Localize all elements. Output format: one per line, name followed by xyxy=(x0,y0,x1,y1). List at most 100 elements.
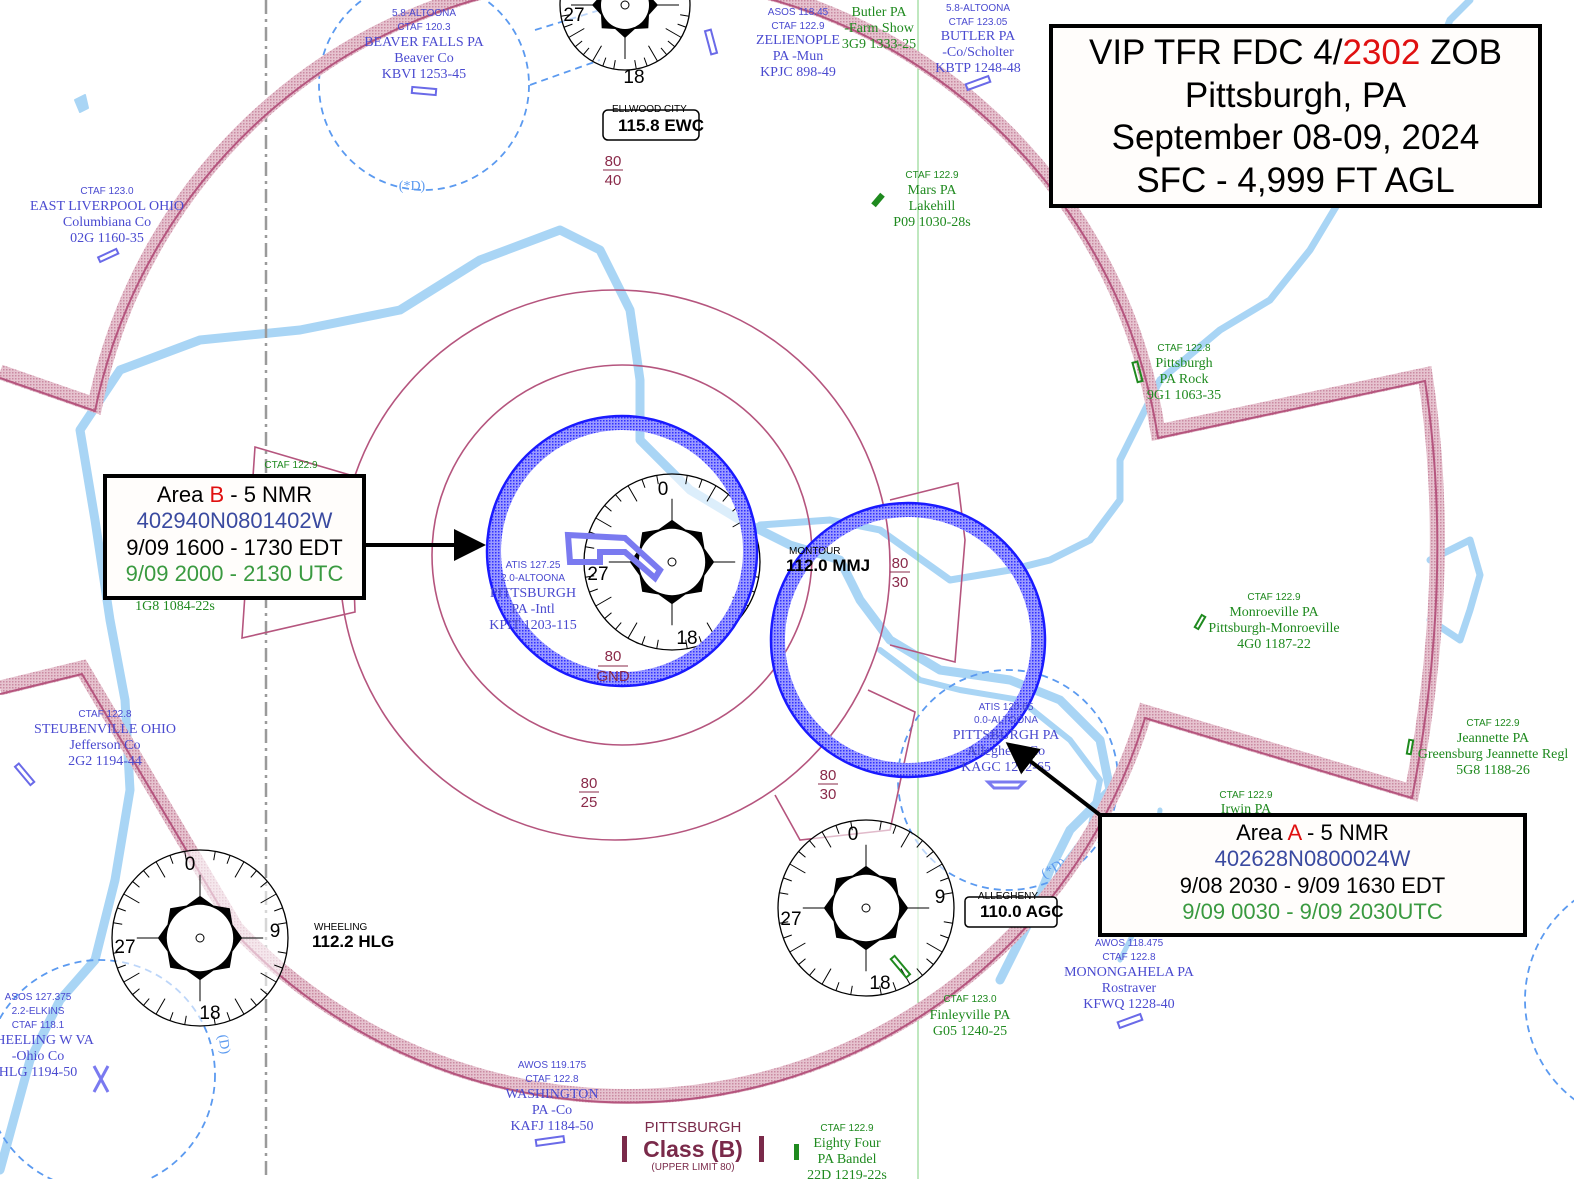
compass-tick xyxy=(641,479,646,488)
class-d-beaver-falls xyxy=(318,0,530,191)
compass-tick xyxy=(648,45,658,62)
area-a-callout: Area A - 5 NMR 402628N0800024W 9/08 2030… xyxy=(1098,813,1527,937)
compass-tick xyxy=(677,23,687,28)
compass-tick xyxy=(226,1012,231,1021)
compass-tick xyxy=(892,825,897,834)
vor-dot xyxy=(861,903,871,913)
compass-tick xyxy=(615,494,622,502)
compass-label-0: 0 xyxy=(848,824,859,845)
compass-label-18: 18 xyxy=(676,628,697,649)
compass-label-9: 9 xyxy=(270,921,281,942)
vor-center xyxy=(832,874,900,942)
tfr-dates: September 08-09, 2024 xyxy=(1111,118,1480,158)
compass-rose-wheeling xyxy=(111,849,289,1027)
compass-tick xyxy=(213,1015,216,1025)
compass-label-9: 9 xyxy=(935,887,946,908)
compass-tick xyxy=(835,825,840,834)
compass-tick xyxy=(798,851,806,858)
svg-text:ALLEGHENY: ALLEGHENY xyxy=(978,891,1038,902)
compass-tick xyxy=(563,23,573,28)
compass-tick xyxy=(916,840,923,848)
compass-label-27: 27 xyxy=(780,909,801,930)
compass-tick xyxy=(685,475,688,485)
compass-tick xyxy=(113,922,123,925)
runway-icon xyxy=(1116,1012,1144,1030)
compass-label-0: 0 xyxy=(185,854,196,875)
compass-tick xyxy=(783,877,792,882)
compass-label-27: 27 xyxy=(563,5,584,26)
svg-text:MONTOUR: MONTOUR xyxy=(789,546,840,557)
compass-tick xyxy=(835,982,840,991)
area-b-title: Area B - 5 NMR xyxy=(156,482,313,507)
class-d-label: (*D) xyxy=(399,179,426,194)
compass-tick xyxy=(592,45,602,62)
class-b-city: PITTSBURGH xyxy=(644,1119,742,1136)
class-d-connector xyxy=(529,9,601,86)
area-a-utc-time: 9/09 0030 - 9/09 2030UTC xyxy=(1182,899,1443,925)
compass-tick xyxy=(260,881,268,888)
compass-tick xyxy=(277,951,287,954)
vor-wheeling: WHEELING 112.2 HLG xyxy=(312,922,394,951)
svg-text:30: 30 xyxy=(892,574,909,591)
compass-tick xyxy=(926,851,934,858)
compass-tick xyxy=(277,922,287,925)
compass-tick xyxy=(850,821,853,831)
compass-tick xyxy=(900,831,911,848)
runway-icon xyxy=(1193,613,1207,631)
compass-tick xyxy=(260,972,277,983)
class-b-outer-boundary-edge xyxy=(0,0,1439,1104)
compass-tick xyxy=(132,988,140,995)
compass-tick xyxy=(260,988,268,995)
compass-tick xyxy=(169,1012,174,1021)
runway-icons xyxy=(13,28,1415,1160)
compass-tick xyxy=(123,893,140,904)
compass-tick xyxy=(892,982,897,991)
compass-tick xyxy=(213,851,216,861)
vor-ellwood-city: ELLWOOD CITY 115.8 EWC xyxy=(602,104,704,141)
vor-montour: MONTOUR 112.0 MMJ xyxy=(786,546,870,575)
compass-tick xyxy=(250,998,257,1006)
area-a-local-time: 9/08 2030 - 9/09 1630 EDT xyxy=(1179,872,1446,898)
svg-text:80: 80 xyxy=(605,153,622,170)
compass-tick xyxy=(656,475,659,485)
tfr-location: Pittsburgh, PA xyxy=(1184,75,1407,115)
tfr-area-b-ring-edge xyxy=(485,414,759,688)
runway-icon xyxy=(889,954,912,979)
airport-icon-kagc xyxy=(984,780,1028,790)
compass-tick xyxy=(821,968,832,985)
runway-icon xyxy=(410,85,438,97)
compass-tick xyxy=(585,575,595,578)
vor-dot xyxy=(195,933,205,943)
compass-tick xyxy=(940,934,949,939)
compass-tick xyxy=(574,40,583,48)
compass-label-27: 27 xyxy=(587,564,608,585)
area-a-arrow xyxy=(1005,742,1102,817)
compass-tick xyxy=(117,964,126,969)
compass-tick xyxy=(117,907,126,912)
compass-rose-allegheny xyxy=(777,819,955,997)
compass-tick xyxy=(627,485,638,502)
compass-label-27: 27 xyxy=(114,937,135,958)
svg-text:WHEELING: WHEELING xyxy=(314,922,368,933)
ohio-river xyxy=(0,225,1115,1175)
compass-tick xyxy=(667,40,676,48)
compass-tick xyxy=(627,622,638,639)
area-a-coordinates: 402628N0800024W xyxy=(1214,846,1411,872)
runway-icon xyxy=(871,192,885,208)
airport-icon-kpit xyxy=(564,531,664,583)
compass-tick xyxy=(643,57,648,67)
svg-text:30: 30 xyxy=(820,786,837,803)
class-b-label: PITTSBURGH Class (B) (UPPER LIMIT 80) xyxy=(622,1120,764,1174)
area-b-local-time: 9/09 1600 - 1730 EDT xyxy=(126,534,343,560)
compass-tick xyxy=(568,28,585,38)
